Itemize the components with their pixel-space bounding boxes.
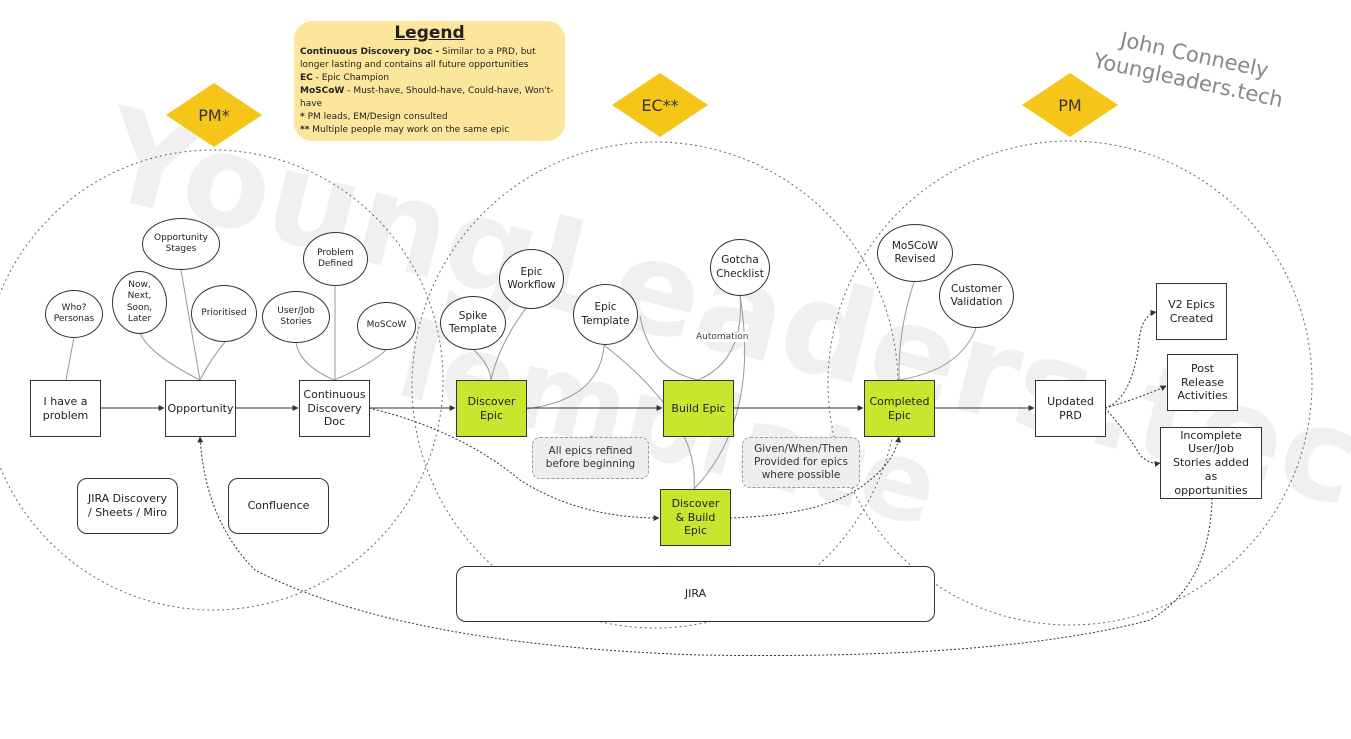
legend-title: Legend [394,23,465,43]
role-diamond-ec: EC** [612,73,708,137]
oval-opportunity-stages: Opportunity Stages [142,218,220,270]
node-continuous-discovery-doc: Continuous Discovery Doc [299,380,370,437]
node-discover-epic: Discover Epic [456,380,527,437]
node-incomplete-stories: Incomplete User/Job Stories added as opp… [1160,427,1262,499]
node-opportunity: Opportunity [165,380,236,437]
legend-term: Continuous Discovery Doc - [300,47,440,57]
tool-jira-discovery: JIRA Discovery / Sheets / Miro [77,478,178,534]
oval-gotcha-checklist: Gotcha Checklist [710,239,770,296]
node-post-release-activities: Post Release Activities [1167,354,1238,411]
role-label: PM [1058,95,1082,115]
note-epics-refined: All epics refined before beginning [532,437,649,479]
legend-term: EC [300,73,313,83]
role-diamond-pm-star: PM* [166,83,262,147]
oval-customer-validation: Customer Validation [939,264,1014,328]
oval-epic-workflow: Epic Workflow [499,249,564,309]
legend-row-moscow: MoSCoW - Must-have, Should-have, Could-h… [300,85,559,111]
pm-circle [827,140,1313,626]
oval-moscow-revised: MoSCoW Revised [877,224,953,282]
oval-moscow: MoSCoW [357,302,416,350]
oval-epic-template: Epic Template [573,284,638,345]
oval-spike-template: Spike Template [440,296,506,350]
oval-now-next-soon-later: Now, Next, Soon, Later [112,271,167,334]
node-updated-prd: Updated PRD [1035,380,1106,437]
legend-desc: Similar to a PRD, but longer lasting and… [300,47,536,70]
role-diamond-pm: PM [1022,73,1118,137]
legend-term: MoSCoW [300,86,345,96]
node-discover-build-epic: Discover & Build Epic [660,489,731,546]
oval-prioritised: Prioritised [191,285,257,342]
role-label: EC** [641,95,679,115]
note-given-when-then: Given/When/Then Provided for epics where… [742,437,860,488]
legend-term: ** [300,125,310,135]
legend-row-double-star: ** Multiple people may work on the same … [300,124,559,137]
legend-desc: - Must-have, Should-have, Could-have, Wo… [300,86,554,109]
legend-row-ec: EC - Epic Champion [300,72,559,85]
oval-problem-defined: Problem Defined [303,232,368,286]
node-completed-epic: Completed Epic [864,380,935,437]
automation-label: Automation [696,332,749,342]
oval-user-job-stories: User/Job Stories [262,291,330,343]
node-i-have-a-problem: I have a problem [30,380,101,437]
tool-confluence: Confluence [228,478,329,534]
pm-star-circle [0,149,444,611]
oval-who-personas: Who? Personas [45,290,103,338]
legend-desc: - Epic Champion [312,73,390,83]
legend-desc: PM leads, EM/Design consulted [304,112,448,122]
legend-row-star: * PM leads, EM/Design consulted [300,111,559,124]
role-label: PM* [198,105,230,125]
node-build-epic: Build Epic [663,380,734,437]
legend-box: Legend Continuous Discovery Doc - Simila… [294,21,565,141]
tool-jira: JIRA [456,566,935,622]
node-v2-epics-created: V2 Epics Created [1156,283,1227,340]
legend-term: * [300,112,305,122]
legend-desc: Multiple people may work on the same epi… [309,125,510,135]
legend-row-cdd: Continuous Discovery Doc - Similar to a … [300,46,559,72]
